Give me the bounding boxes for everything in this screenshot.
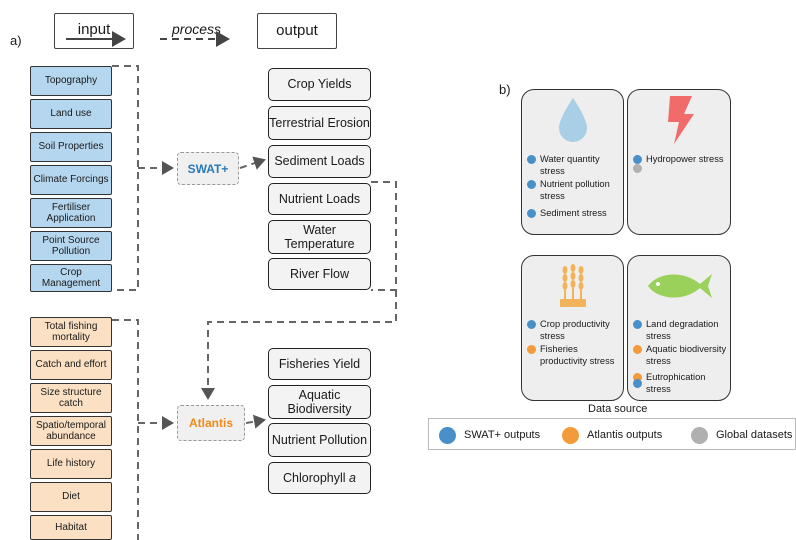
input-habitat: Habitat <box>30 515 112 540</box>
global-dot <box>633 164 642 173</box>
input-crop-management: Crop Management <box>30 264 112 292</box>
input-climate-forcings: Climate Forcings <box>30 165 112 195</box>
stress-item: Aquatic biodiversity stress <box>633 343 730 367</box>
global-dot <box>691 426 708 444</box>
input-life-history: Life history <box>30 449 112 479</box>
output-crop-yields: Crop Yields <box>268 68 371 101</box>
swat-dot <box>633 379 642 388</box>
stress-item: Land degradation stress <box>633 318 730 342</box>
legend-item-global: Global datasets <box>691 419 792 451</box>
stress-label: Land degradation stress <box>646 319 719 342</box>
water-drop-icon <box>559 98 587 142</box>
input-fertiliser-application: Fertiliser Application <box>30 198 112 228</box>
stress-label: Aquatic biodiversity stress <box>646 344 727 367</box>
output-chlorophyll-a-label: Chlorophyll a <box>283 470 356 485</box>
input-diet: Diet <box>30 482 112 512</box>
stress-item: Sediment stress <box>527 207 607 219</box>
chlorophyll-a-italic: a <box>349 470 356 485</box>
lightning-bolt-icon <box>668 96 694 144</box>
output-river-flow: River Flow <box>268 258 371 290</box>
data-source-caption: Data source <box>588 403 648 415</box>
stress-item: Water quantity stress <box>527 153 623 177</box>
legend-label-atlantis: Atlantis outputs <box>587 429 663 441</box>
swat-dot <box>633 155 642 164</box>
output-sediment-loads: Sediment Loads <box>268 145 371 178</box>
output-chlorophyll-a: Chlorophyll a <box>268 462 371 494</box>
stress-item: Nutrient pollution stress <box>527 178 623 202</box>
stress-label: Water quantity stress <box>540 154 600 177</box>
swat-to-atlantis-connector <box>208 181 397 398</box>
stress-label: Hydropower stress <box>646 154 724 164</box>
input-spatio-temporal-abundance: Spatio/temporal abundance <box>30 416 112 446</box>
output-nutrient-pollution: Nutrient Pollution <box>268 423 371 457</box>
legend-input-label: input <box>77 21 111 38</box>
stress-item: Hydropower stress <box>633 153 724 173</box>
stress-item: Fisheries productivity stress <box>527 343 623 367</box>
card-water: Water quantity stress Nutrient pollution… <box>521 89 624 235</box>
output-terrestrial-erosion: Terrestrial Erosion <box>268 106 371 140</box>
atlantis-dot <box>633 373 642 382</box>
data-source-legend: SWAT+ outputs Atlantis outputs Global da… <box>428 418 796 450</box>
swat-model-box: SWAT+ <box>177 152 239 185</box>
card-energy: Hydropower stress <box>627 89 731 235</box>
legend-label-global: Global datasets <box>716 429 793 441</box>
atlantis-model-box: Atlantis <box>177 405 245 441</box>
swat-dot <box>527 209 536 218</box>
input-soil-properties: Soil Properties <box>30 132 112 162</box>
card-crop: Crop productivity stress Fisheries produ… <box>521 255 624 401</box>
stress-label: Nutrient pollution stress <box>540 179 610 202</box>
output-aquatic-biodiversity: Aquatic Biodiversity <box>268 385 371 419</box>
legend-item-swat: SWAT+ outputs <box>439 419 540 451</box>
atlantis-input-bracket <box>112 319 139 540</box>
output-nutrient-loads: Nutrient Loads <box>268 183 371 215</box>
stress-label: Eutrophication stress <box>646 372 706 395</box>
wheat-icon <box>560 264 586 307</box>
swat-dot <box>527 155 536 164</box>
stress-label: Sediment stress <box>540 208 607 218</box>
legend-process-label: process <box>172 21 222 37</box>
legend-item-atlantis: Atlantis outputs <box>562 419 662 451</box>
card-fish: Land degradation stress Aquatic biodiver… <box>627 255 731 401</box>
swat-output-arrow <box>239 156 266 170</box>
swat-dot <box>527 320 536 329</box>
stress-item: Crop productivity stress <box>527 318 623 342</box>
output-fisheries-yield: Fisheries Yield <box>268 348 371 380</box>
swat-dot <box>439 426 456 444</box>
swat-dot <box>633 320 642 329</box>
stress-label: Crop productivity stress <box>540 319 610 342</box>
swat-input-bracket <box>112 65 139 291</box>
stress-label: Fisheries productivity stress <box>540 344 615 367</box>
atlantis-dot <box>527 345 536 354</box>
input-size-structure-catch: Size structure catch <box>30 383 112 413</box>
output-water-temperature: Water Temperature <box>268 220 371 254</box>
input-total-fishing-mortality: Total fishing mortality <box>30 317 112 347</box>
legend-output-box: output <box>257 13 337 49</box>
legend-label-swat: SWAT+ outputs <box>464 429 541 441</box>
legend-input-box: input <box>54 13 134 49</box>
atlantis-output-arrow <box>245 414 266 429</box>
atlantis-dot <box>562 426 579 444</box>
input-topography: Topography <box>30 66 112 96</box>
atlantis-dot <box>633 345 642 354</box>
panel-a-label: a) <box>10 33 22 48</box>
stress-item: Eutrophication stress <box>633 371 730 395</box>
fish-icon <box>648 274 712 298</box>
input-land-use: Land use <box>30 99 112 129</box>
swat-dot <box>527 180 536 189</box>
panel-b-label: b) <box>499 82 511 97</box>
input-point-source-pollution: Point Source Pollution <box>30 231 112 261</box>
input-catch-and-effort: Catch and effort <box>30 350 112 380</box>
